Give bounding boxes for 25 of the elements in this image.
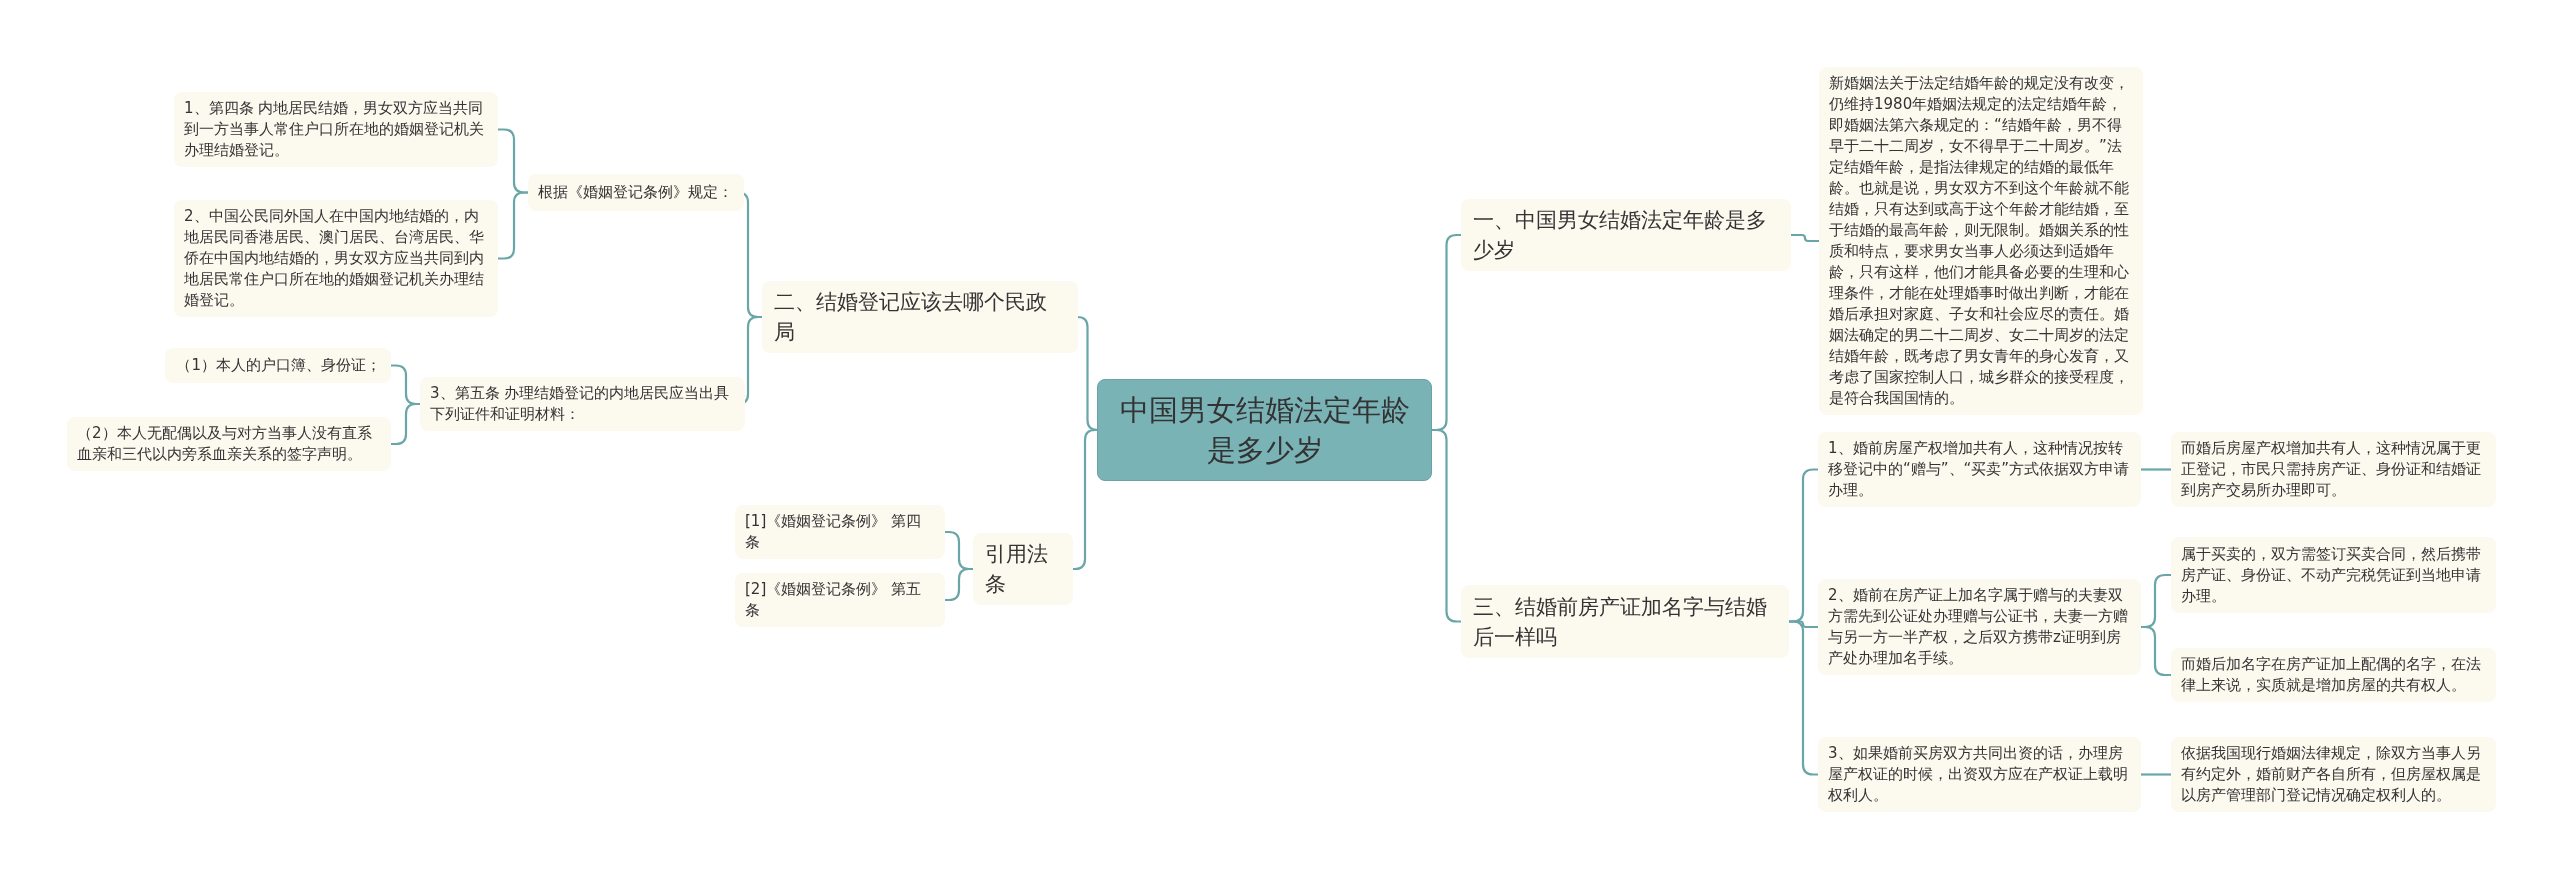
connector-line	[1791, 233, 1819, 243]
topic-box: 三、结婚前房产证加名字与结婚后一样吗	[1461, 585, 1789, 658]
note-box: 2、中国公民同外国人在中国内地结婚的，内地居民同香港居民、澳门居民、台湾居民、华侨在中国内地结婚的，男女双方应当共同到内地居民常住户口所在地的婚姻登记机关办理结婚登记。	[174, 200, 498, 317]
connector-line	[2141, 468, 2171, 471]
connector-line	[2141, 773, 2171, 776]
note-box: 属于买卖的，双方需签订买卖合同，然后携带房产证、身份证、不动产完税凭证到当地申请办理。	[2171, 537, 2496, 613]
note-box: [1]《婚姻登记条例》 第四条	[735, 505, 945, 559]
note-box: 3、如果婚前买房双方共同出资的话，办理房屋产权证的时候，出资双方应在产权证上载明权利人。	[1818, 737, 2141, 812]
note-box: 而婚后房屋产权增加共有人，这种情况属于更正登记，市民只需持房产证、身份证和结婚证到房产交易所办理即可。	[2171, 432, 2496, 507]
central-topic-box: 中国男女结婚法定年龄是多少岁	[1097, 379, 1432, 481]
note-box: 2、婚前在房产证上加名字属于赠与的夫妻双方需先到公证处办理赠与公证书，夫妻一方赠与另一方一半产权，之后双方携带z证明到房产处办理加名手续。	[1818, 579, 2141, 675]
note-box: 1、婚前房屋产权增加共有人，这种情况按转移登记中的“赠与”、“买卖”方式依据双方申请办理。	[1818, 432, 2141, 507]
connector-line	[1073, 428, 1097, 571]
topic-box: 一、中国男女结婚法定年龄是多少岁	[1461, 199, 1791, 271]
topic-box: 二、结婚登记应该去哪个民政局	[762, 281, 1078, 353]
topic-box: 引用法条	[973, 533, 1073, 605]
note-box: （1）本人的户口簿、身份证；	[165, 348, 391, 383]
note-box: 根据《婚姻登记条例》规定：	[528, 174, 744, 211]
note-box: 新婚姻法关于法定结婚年龄的规定没有改变，仍维持1980年婚姻法规定的法定结婚年龄，即婚姻法第六条规定的：“结婚年龄，男不得早于二十二周岁，女不得早于二十周岁。”法定结婚年龄，是指法律规定的结婚的最低年龄。也就是说，男女双方不到这个年龄就不能结婚，只有达到或高于这个年龄才能结婚，至于结婚的最高年龄，则无限制。婚姻关系的性质和特点，要求男女当事人必须达到适婚年龄，只有这样，他们才能具备必要的生理和心理条件，才能在处理婚事时做出判断，才能在婚后承担对家庭、子女和社会应尽的责任。婚姻法确定的男二十二周岁、女二十周岁的法定结婚年龄，既考虑了男女青年的身心发育，又考虑了国家控制人口，城乡群众的接受程度，是符合我国国情的。	[1819, 67, 2143, 415]
note-box: [2]《婚姻登记条例》 第五条	[735, 573, 945, 627]
note-box: 1、第四条 内地居民结婚，男女双方应当共同到一方当事人常住户口所在地的婚姻登记机关办理结婚登记。	[174, 92, 498, 167]
note-box: 3、第五条 办理结婚登记的内地居民应当出具下列证件和证明材料：	[420, 377, 745, 431]
note-box: 依据我国现行婚姻法律规定，除双方当事人另有约定外，婚前财产各自所有，但房屋权属是以房产管理部门登记情况确定权利人的。	[2171, 737, 2496, 812]
note-box: （2）本人无配偶以及与对方当事人没有直系血亲和三代以内旁系血亲关系的签字声明。	[67, 417, 391, 471]
note-box: 而婚后加名字在房产证加上配偶的名字，在法律上来说，实质就是增加房屋的共有权人。	[2171, 648, 2496, 702]
